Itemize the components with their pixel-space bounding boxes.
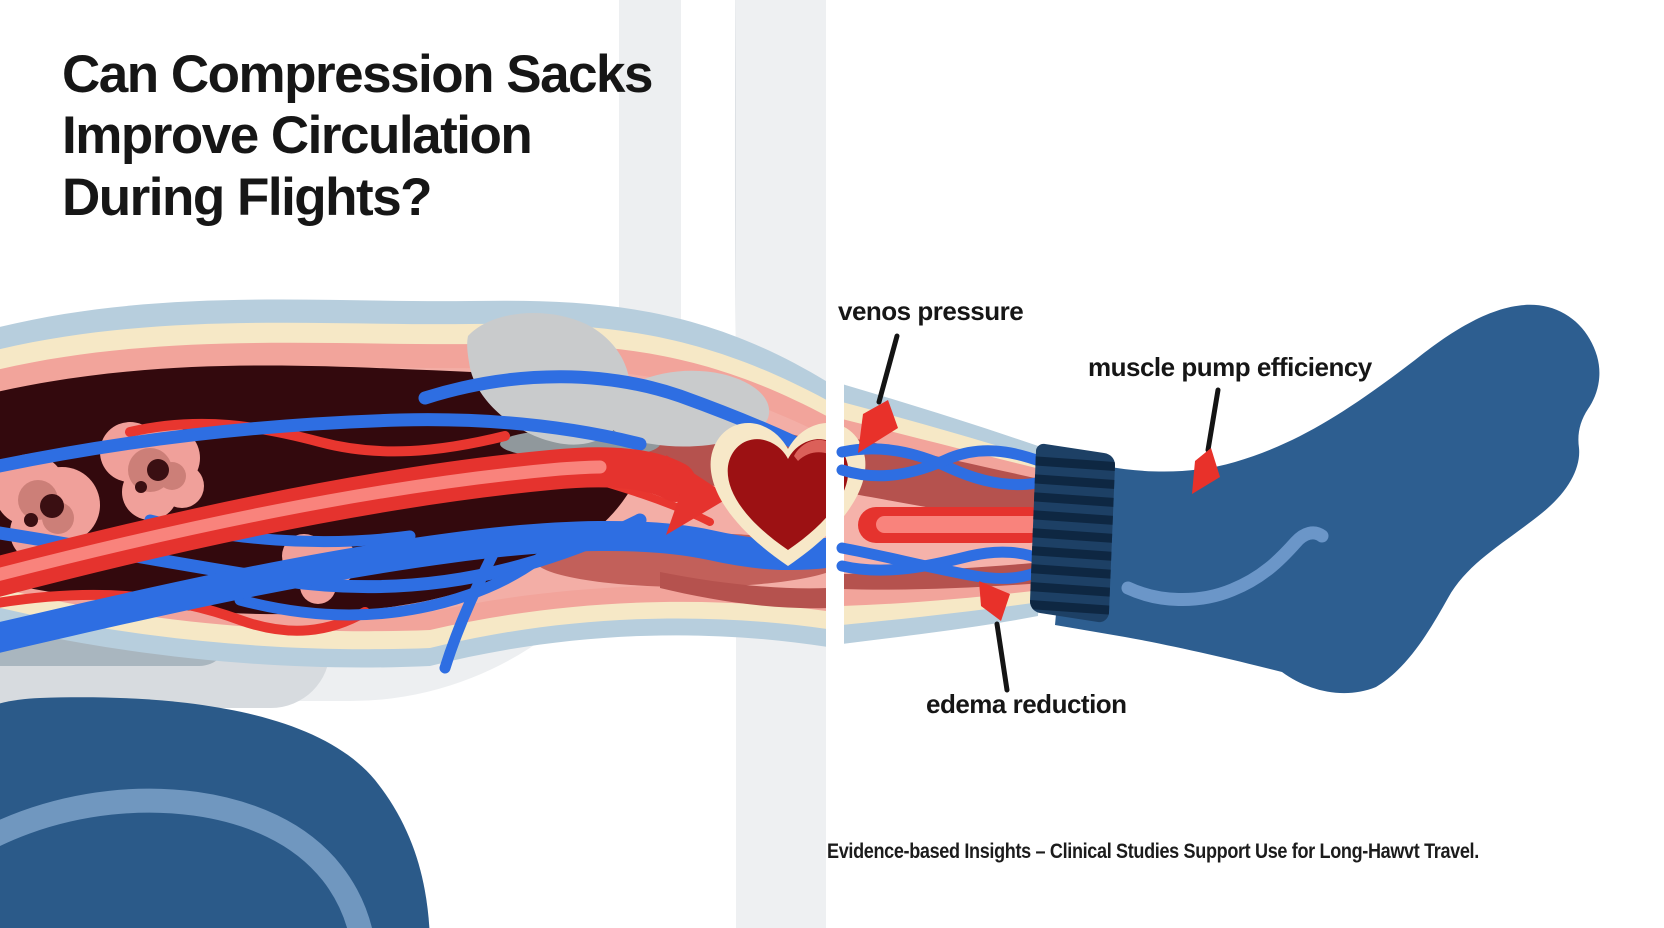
footer-note: Evidence-based Insights – Clinical Studi…	[827, 840, 1479, 863]
edema-arrow-icon	[979, 581, 1010, 621]
muscle-band-lower	[660, 572, 828, 609]
blood-flow-arrow-icon	[666, 455, 730, 535]
cuff-ribbing	[1030, 455, 1115, 616]
artery-core	[0, 460, 607, 581]
small-vein	[836, 443, 1048, 491]
main-vein-left	[0, 520, 828, 653]
edema-pointer-line	[994, 621, 1010, 693]
main-artery-left	[0, 447, 730, 597]
vessels-right	[836, 443, 1048, 584]
muscle-pump-pointer-line	[1205, 387, 1221, 453]
compression-sock	[1030, 304, 1600, 694]
small-vein	[234, 552, 546, 621]
muscle-pump-arrow-icon	[1192, 448, 1220, 494]
small-vein	[836, 542, 1048, 584]
heart-body	[727, 439, 849, 550]
artery-capsule-core	[876, 516, 1048, 533]
sock-cuff	[1030, 443, 1115, 623]
small-vein	[0, 413, 647, 473]
seat-piping	[0, 788, 372, 928]
page-title: Can Compression Sacks Improve Circulatio…	[62, 45, 654, 227]
venous-pressure-arrow-icon	[858, 400, 898, 453]
small-artery	[0, 589, 370, 636]
panel-divider	[826, 0, 844, 928]
label-venous-pressure: venos pressure	[838, 296, 1024, 326]
small-vein	[836, 546, 1048, 576]
leg-cross-section-left	[0, 299, 828, 674]
sock-vein-contour	[1121, 526, 1329, 607]
small-vein	[418, 370, 828, 467]
label-edema-reduction: edema reduction	[926, 689, 1127, 719]
annotation-pointers	[858, 333, 1221, 693]
small-artery	[125, 418, 510, 457]
venous-pressure-pointer-line	[876, 333, 900, 405]
clot-icon	[0, 454, 100, 562]
blood-clots	[0, 422, 358, 604]
window-frame-ring	[0, 0, 681, 701]
airplane-seat	[0, 697, 430, 928]
small-vein	[836, 445, 1048, 482]
label-muscle-pump-efficiency: muscle pump efficiency	[1088, 352, 1372, 382]
